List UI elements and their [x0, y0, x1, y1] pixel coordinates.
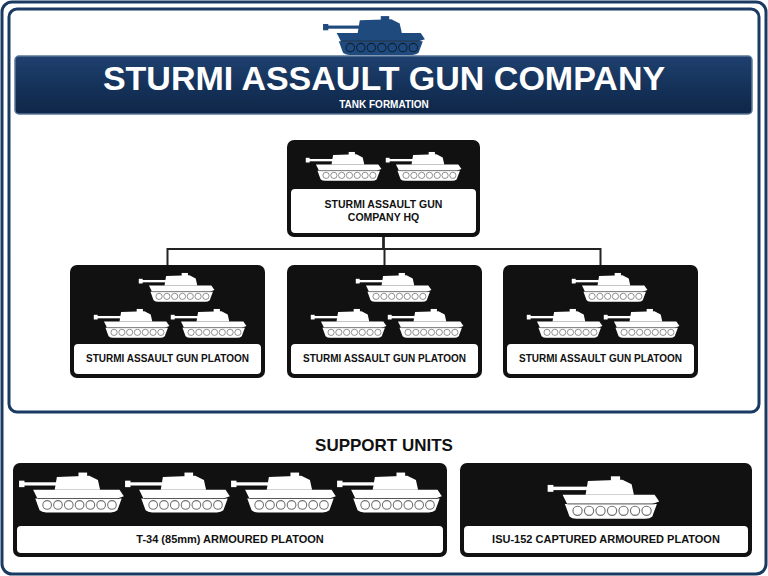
unit-box: ISU-152 CAPTURED ARMOURED PLATOON [460, 463, 752, 557]
tank-icon [386, 152, 462, 181]
section-heading: SUPPORT UNITS [0, 436, 768, 456]
unit-box: STURMI ASSAULT GUN PLATOON [70, 265, 265, 378]
unit-label: STURMI ASSAULT GUN PLATOON [519, 353, 682, 365]
org-connector [384, 237, 385, 265]
unit-box: STURMI ASSAULT GUN COMPANY HQ [287, 140, 480, 237]
label-panel: STURMI ASSAULT GUN PLATOON [507, 344, 694, 374]
tank-icon [527, 309, 603, 338]
label-panel: T-34 (85mm) ARMOURED PLATOON [17, 526, 443, 553]
unit-label: STURMI ASSAULT GUN COMPANY HQ [309, 198, 459, 223]
tank-icon [337, 473, 442, 513]
title-tank-icon [323, 16, 425, 55]
tank-icon [19, 473, 124, 513]
tank-icon [548, 476, 660, 519]
org-connector [168, 237, 384, 265]
unit-box: STURMI ASSAULT GUN PLATOON [287, 265, 482, 378]
unit-label: ISU-152 CAPTURED ARMOURED PLATOON [492, 533, 720, 546]
tank-icon [604, 309, 680, 338]
tank-icon [572, 273, 648, 302]
tank-icon [356, 273, 432, 302]
unit-label: STURMI ASSAULT GUN PLATOON [86, 353, 249, 365]
subtitle-text: TANK FORMATION [0, 99, 768, 110]
tank-icon [311, 309, 387, 338]
org-connector [384, 237, 601, 265]
tank-icon [231, 473, 336, 513]
label-panel: STURMI ASSAULT GUN COMPANY HQ [291, 189, 476, 233]
tank-icon [388, 309, 464, 338]
unit-box: STURMI ASSAULT GUN PLATOON [503, 265, 698, 378]
label-panel: STURMI ASSAULT GUN PLATOON [291, 344, 478, 374]
tank-icon [94, 309, 170, 338]
unit-box: T-34 (85mm) ARMOURED PLATOON [13, 463, 447, 557]
title-text: STURMI ASSAULT GUN COMPANY [0, 58, 768, 98]
label-panel: STURMI ASSAULT GUN PLATOON [74, 344, 261, 374]
tank-icon [171, 309, 247, 338]
tank-icon [306, 152, 382, 181]
formation-frame [9, 9, 759, 412]
label-panel: ISU-152 CAPTURED ARMOURED PLATOON [464, 526, 748, 553]
tank-icon [125, 473, 230, 513]
unit-label: STURMI ASSAULT GUN PLATOON [303, 353, 466, 365]
tank-icon [139, 273, 215, 302]
title-band [15, 56, 752, 114]
unit-label: T-34 (85mm) ARMOURED PLATOON [136, 533, 323, 546]
